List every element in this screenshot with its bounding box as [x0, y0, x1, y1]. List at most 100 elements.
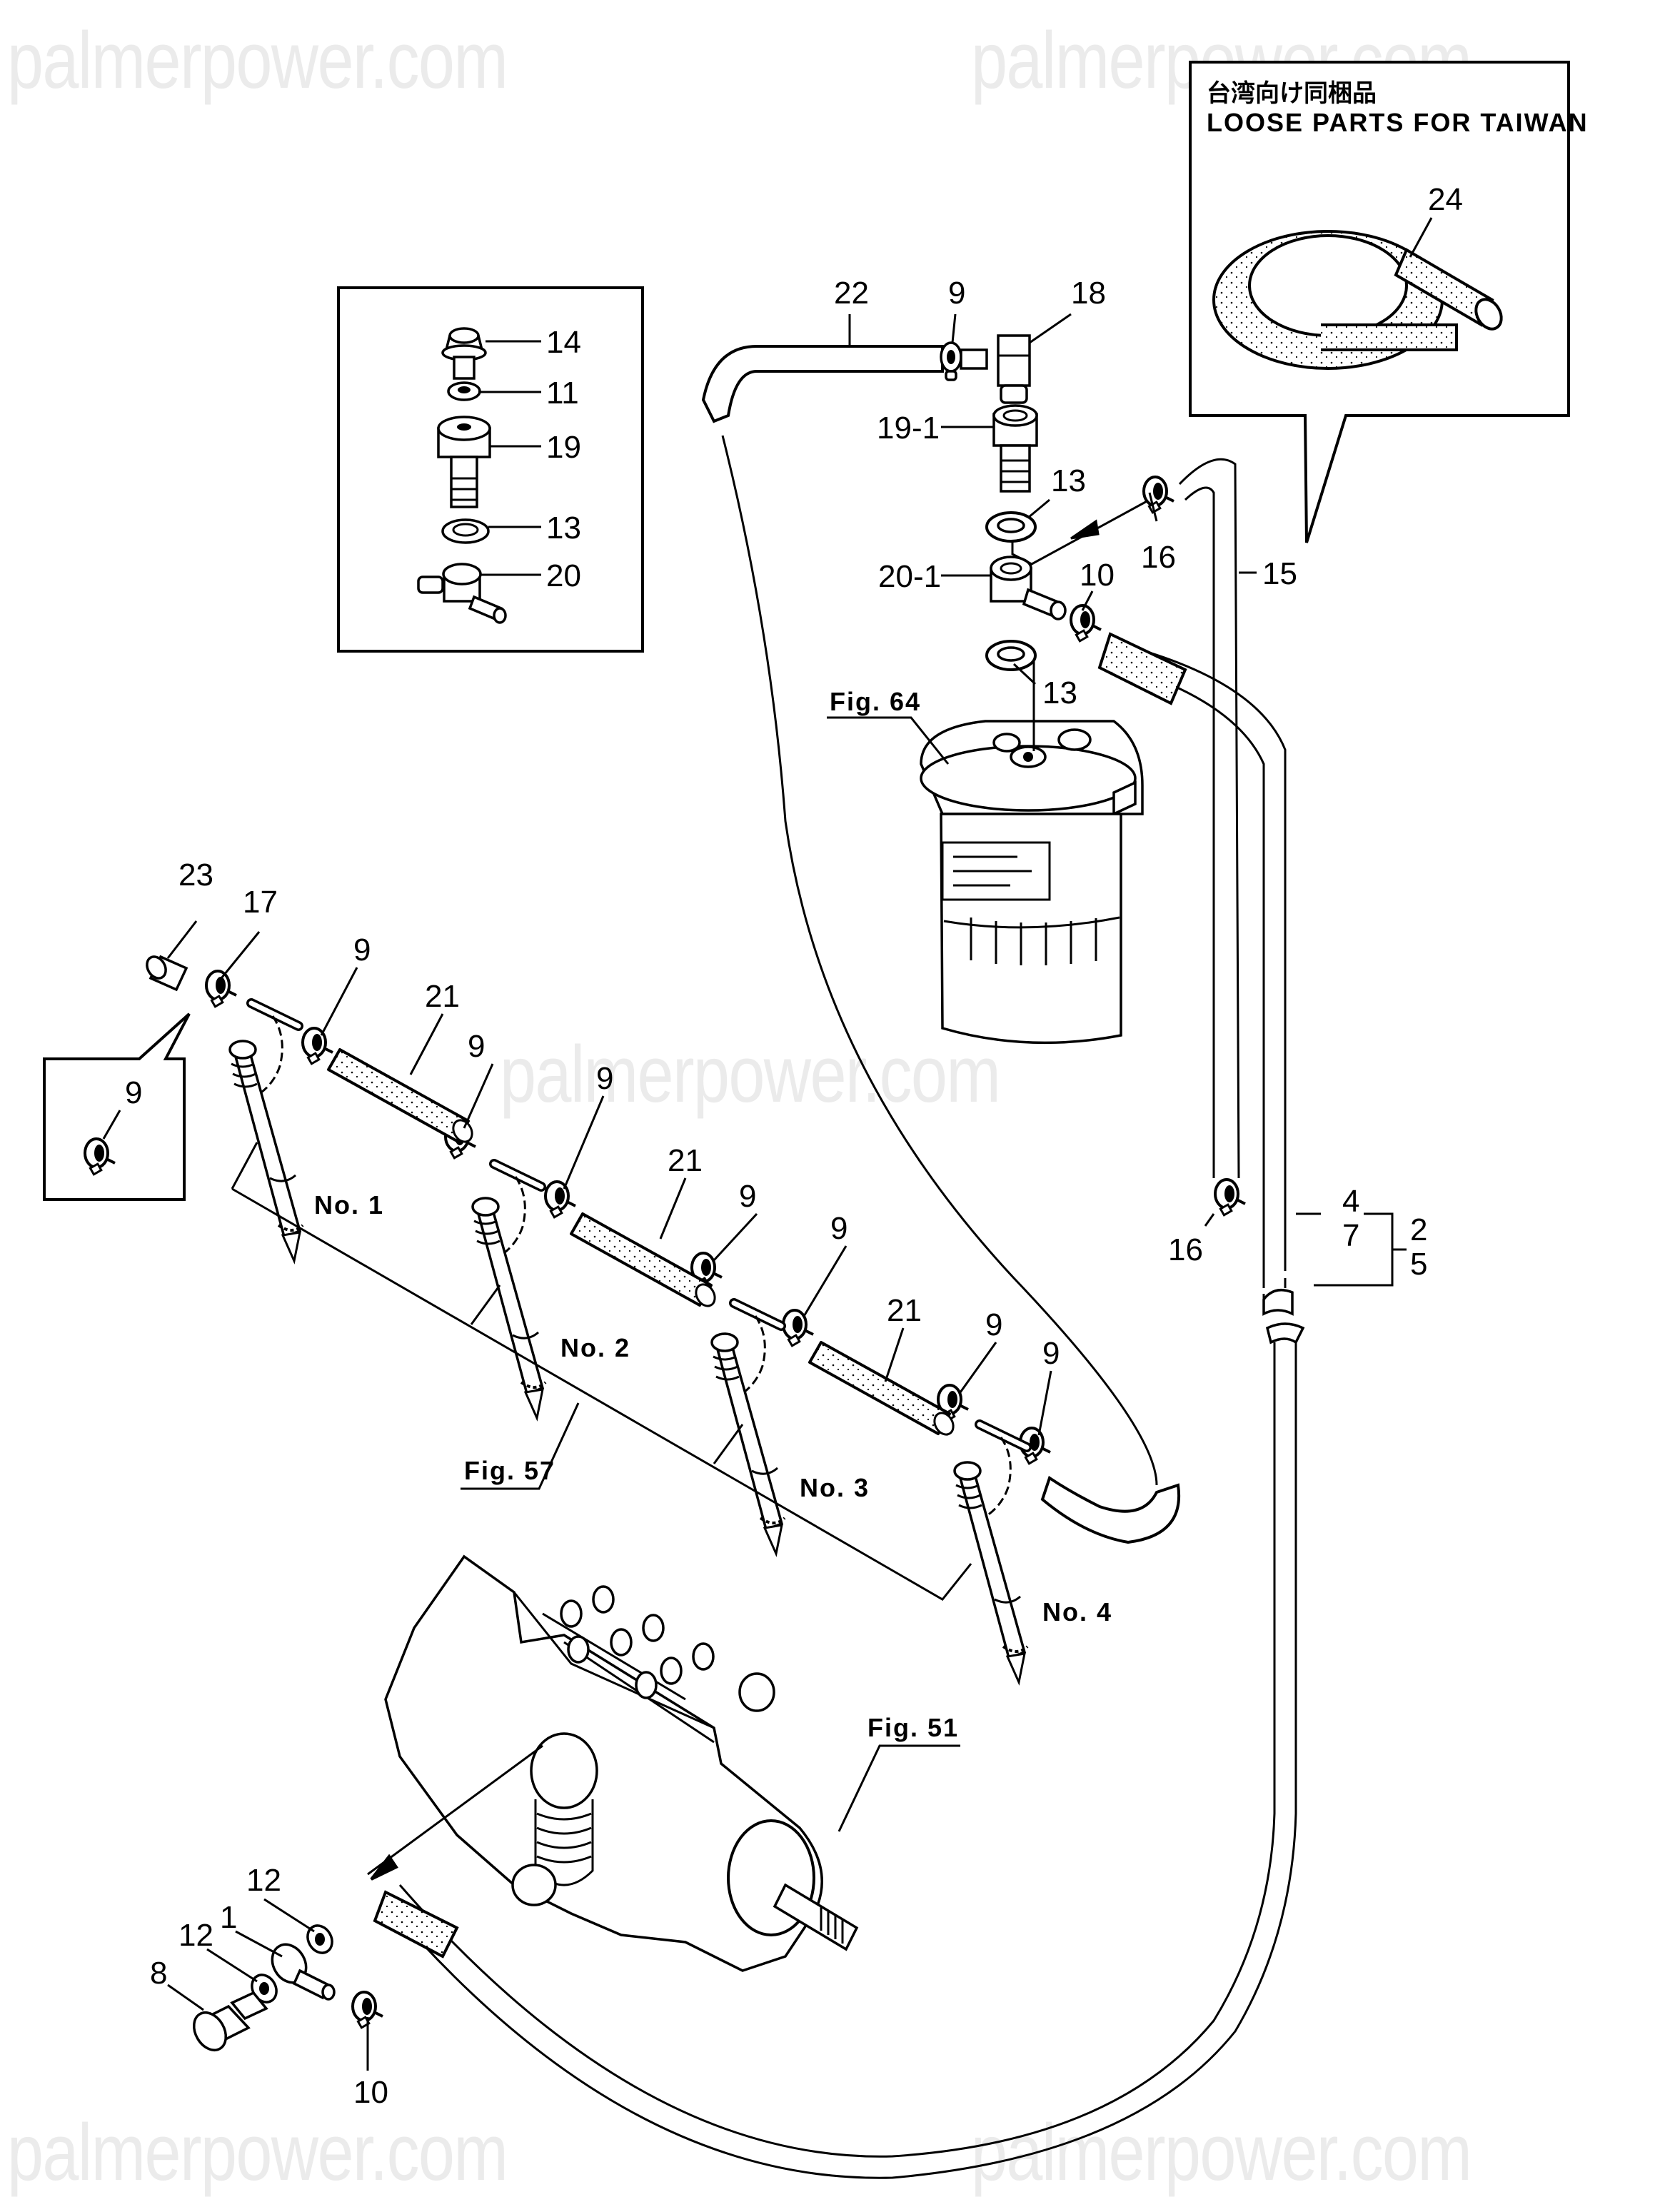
injector-label-no2: No. 2: [560, 1333, 630, 1362]
banjo-1-icon: [271, 1943, 336, 2001]
injection-pump-icon: [384, 1554, 859, 1972]
callout-20: 20: [546, 558, 581, 593]
callout-9-a: 9: [353, 932, 371, 967]
leader-inset-9: [102, 1110, 121, 1140]
hose-21-a-icon: [327, 1048, 478, 1147]
callout-10-bottom: 10: [353, 2075, 388, 2110]
injector-label-no1: No. 1: [314, 1190, 384, 1220]
injector-label-no3: No. 3: [800, 1473, 870, 1502]
injector-no1-icon: [228, 1040, 304, 1262]
watermark-center: palmerpower.com: [500, 1030, 1001, 1119]
callout-9-g: 9: [1042, 1336, 1060, 1371]
pump-inlet-arrow-icon: [370, 1854, 398, 1881]
cap-23-icon: [146, 955, 188, 992]
injector-label-no4: No. 4: [1042, 1597, 1112, 1627]
banjo-bolt-19-1-icon: [992, 404, 1038, 493]
callout-20-1: 20-1: [878, 559, 941, 594]
banjo-bolt-19-icon: [437, 416, 491, 508]
clip-9-a-icon: [301, 1027, 334, 1065]
callout-23: 23: [178, 858, 213, 893]
clip-17-icon: [205, 970, 238, 1008]
fig64-label: Fig. 64: [830, 687, 921, 716]
clip-9-e-icon: [782, 1309, 815, 1347]
callout-15: 15: [1262, 556, 1297, 591]
hose-4-7: [373, 632, 1305, 2179]
inset-loose-parts-taiwan: 台湾向け同梱品 LOOSE PARTS FOR TAIWAN 24: [1189, 61, 1589, 543]
return-hose-22: [701, 345, 1158, 1486]
callout-9-e: 9: [830, 1211, 847, 1246]
clip-9-c-icon: [544, 1180, 577, 1219]
inset-taiwan-title-jp: 台湾向け同梱品: [1207, 79, 1377, 108]
banjo-20-1-icon: [990, 555, 1067, 620]
clip-16-bottom-icon: [1214, 1178, 1247, 1217]
callout-9-c: 9: [596, 1061, 613, 1096]
watermark-bottom-right: palmerpower.com: [971, 2108, 1472, 2197]
callout-21-a: 21: [425, 979, 460, 1014]
inset-clip-frame: [43, 1012, 191, 1201]
leader-fig51: [837, 1744, 960, 1832]
injector-no3-icon: [710, 1332, 786, 1555]
callout-inset-9: 9: [125, 1075, 142, 1110]
callout-5: 5: [1410, 1247, 1427, 1282]
banjo-20-icon: [417, 563, 507, 624]
callout-11: 11: [546, 376, 579, 411]
clip-10-top-icon: [1070, 604, 1102, 643]
leader-fig64: [827, 716, 950, 765]
washer-11-icon: [447, 381, 481, 401]
inset-taiwan-title-en: LOOSE PARTS FOR TAIWAN: [1207, 108, 1589, 137]
fig51-label: Fig. 51: [867, 1713, 959, 1742]
callout-9-b: 9: [468, 1029, 485, 1064]
callout-12-b: 12: [178, 1918, 213, 1953]
washer-12-a-icon: [306, 1924, 333, 1954]
bolt-8-icon: [192, 1991, 268, 2051]
fig57-bracket-line: [231, 1187, 972, 1601]
callout-19: 19: [546, 430, 581, 465]
hose-24-coil-icon: [1212, 230, 1503, 370]
flow-arrow-icon: [1011, 498, 1150, 565]
inset-banjo-frame: [337, 286, 644, 653]
leader-fig57: [461, 1402, 580, 1490]
pump-inlet-arrow-line: [367, 1744, 543, 1876]
washer-13-lower-icon: [985, 640, 1037, 671]
callout-1: 1: [220, 1900, 237, 1935]
hose-15: [1178, 458, 1240, 1179]
callout-13-lower: 13: [1042, 675, 1077, 710]
callout-9-d: 9: [739, 1179, 756, 1214]
callout-labels: 22 9 18 19-1 13 16 20-1 10 13 15 16 4 7 …: [150, 276, 1427, 2110]
callout-12-a: 12: [246, 1863, 281, 1898]
callout-10-top: 10: [1080, 558, 1115, 593]
callout-16-top: 16: [1141, 540, 1176, 575]
bolt-14-icon: [441, 327, 487, 380]
leader-24: [1409, 217, 1433, 258]
callout-21-b: 21: [668, 1143, 703, 1178]
fuel-filter-icon: [920, 720, 1144, 1045]
callout-8: 8: [150, 1956, 167, 1991]
elbow-18-icon: [960, 334, 1031, 404]
callout-24: 24: [1428, 182, 1463, 217]
callout-13-upper: 13: [1051, 463, 1086, 498]
inset-banjo-fitting: 14 11 19 13 20: [337, 286, 644, 653]
fig57-label: Fig. 57: [464, 1456, 555, 1485]
callout-18: 18: [1071, 276, 1106, 311]
callout-22: 22: [834, 276, 869, 311]
return-hose-end-icon: [1040, 1475, 1181, 1544]
leader-lines: [166, 313, 1257, 2071]
callout-16-bottom: 16: [1168, 1232, 1203, 1267]
callout-2: 2: [1410, 1212, 1427, 1247]
callout-21-c: 21: [887, 1293, 922, 1328]
clip-16-top-icon: [1142, 476, 1175, 514]
callout-9-top: 9: [948, 276, 965, 311]
watermark-bottom-left: palmerpower.com: [7, 2108, 508, 2197]
callout-7: 7: [1342, 1218, 1359, 1253]
hose-21-c-icon: [808, 1341, 959, 1439]
callout-13: 13: [546, 511, 581, 546]
callout-14: 14: [546, 325, 581, 360]
bracket-4-7-2-5: [1296, 1212, 1407, 1287]
callout-17: 17: [243, 885, 278, 920]
leak-pipe-no4-icon: [980, 1424, 1027, 1520]
fig57-bracket-ticks: [231, 1142, 744, 1464]
clip-9-top-icon: [940, 341, 962, 381]
callout-9-f: 9: [985, 1307, 1002, 1342]
callout-4: 4: [1342, 1184, 1359, 1219]
